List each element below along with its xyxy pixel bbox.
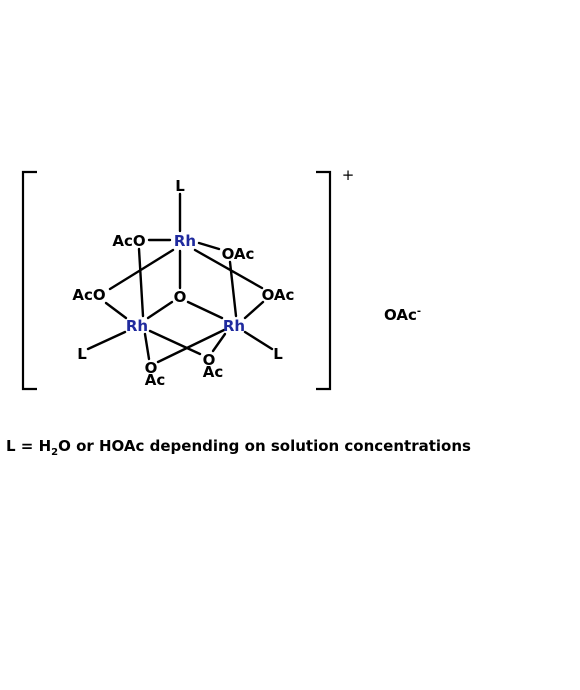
note-suffix: O or HOAc depending on solution concentr…	[58, 437, 471, 455]
bond-obl-rhright	[156, 328, 226, 364]
counterion-formula: OAc	[384, 306, 417, 324]
counterion-charge: -	[417, 306, 421, 317]
bond-ocenter-rhleft	[146, 300, 174, 320]
rhodium-left: Rh	[126, 317, 148, 335]
bond-rhleft-lleft	[86, 330, 127, 351]
ligand-left: L	[77, 345, 87, 363]
oxygen-bottom-right: O	[203, 351, 216, 369]
bond-ocenter-rhright	[186, 300, 224, 320]
bond-rhtop-oacmid	[193, 248, 264, 290]
oxygen-bottom-left: O	[145, 359, 158, 377]
atom-labels: L Rh AcO OAc O AcO OAc Rh Rh L L O Ac O …	[72, 177, 294, 389]
counterion: OAc-	[384, 306, 421, 324]
note-subscript: 2	[51, 447, 59, 458]
bond-rhleft-obl	[143, 332, 151, 361]
bond-oac-rhright	[228, 260, 238, 318]
acetyl-bottom-right: Ac	[203, 363, 224, 381]
right-bracket	[316, 170, 332, 391]
bond-aco-rhleft	[137, 247, 145, 318]
complex-charge: +	[342, 166, 355, 184]
bond-acomid-rhleft	[104, 301, 128, 320]
left-bracket	[21, 170, 37, 391]
bond-rhtop-acomid	[108, 248, 175, 291]
acetyl-bottom-left: Ac	[145, 371, 166, 389]
ligand-right: L	[273, 345, 283, 363]
note-prefix: L = H	[6, 437, 52, 455]
ligand-definition-note: L = H2O or HOAc depending on solution co…	[6, 437, 471, 458]
oxo-center: O	[174, 288, 187, 306]
bonds	[86, 192, 274, 364]
acetate-upper-left: AcO	[112, 232, 145, 250]
rhodium-right: Rh	[223, 317, 245, 335]
rhodium-top: Rh	[174, 232, 196, 250]
bond-rhtop-oac	[197, 241, 221, 251]
bond-rhleft-obr	[148, 329, 202, 356]
bond-rhright-lright	[243, 330, 274, 351]
bond-oacmid-rhright	[243, 300, 265, 320]
bond-rhright-obr	[211, 332, 227, 353]
acetate-mid-right: OAc	[262, 286, 295, 304]
ligand-top: L	[175, 177, 185, 195]
acetate-mid-left: AcO	[72, 286, 105, 304]
acetate-upper-right: OAc	[222, 245, 255, 263]
